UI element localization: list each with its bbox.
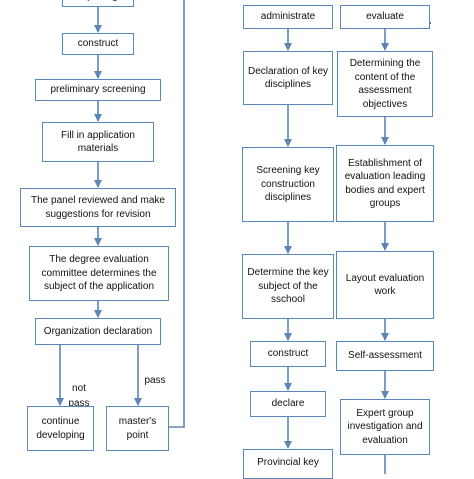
declare-box: declare <box>250 391 326 417</box>
reporting-box: reporting <box>62 0 134 7</box>
construct-mid-box: construct <box>250 341 326 367</box>
preliminary-screening-text: preliminary screening <box>50 84 146 96</box>
organization-declaration-box: Organization declaration <box>35 318 161 345</box>
organization-declaration-text: Organization declaration <box>43 325 153 337</box>
provincial-key-box: Provincial key <box>243 449 333 479</box>
reporting-text: reporting <box>78 0 117 3</box>
construct-text: construct <box>77 38 119 50</box>
declare-text: declare <box>271 398 305 410</box>
masters-point-text: master's point <box>118 416 157 441</box>
degree-committee-box: The degree evaluation committee determin… <box>29 246 169 301</box>
screening-key-box: Screening key construction disciplines <box>242 147 334 222</box>
evaluate-box: evaluate <box>340 5 430 29</box>
screening-key-text: Screening key construction disciplines <box>256 165 320 204</box>
construct-box: construct <box>62 33 134 55</box>
self-assessment-box: Self-assessment <box>336 341 434 371</box>
administrate-text: administrate <box>260 11 316 23</box>
construct-mid-text: construct <box>267 348 309 360</box>
layout-evaluation-text: Layout evaluation work <box>345 272 425 298</box>
fill-in-materials-box: Fill in application materials <box>42 122 154 162</box>
establishment-text: Establishment of evaluation leading bodi… <box>344 157 426 210</box>
determine-key-text: Determine the key subject of the sschool <box>247 267 329 306</box>
feedback-line <box>169 0 185 428</box>
continue-developing-box: continue developing <box>27 406 94 451</box>
panel-review-text: The panel reviewed and make suggestions … <box>31 195 165 220</box>
declaration-key-text: Declaration of key disciplines <box>247 65 329 91</box>
determining-content-text: Determining the content of the assessmen… <box>349 58 421 110</box>
expert-group-box: Expert group investigation and evaluatio… <box>340 399 430 455</box>
continue-developing-text: continue developing <box>36 416 85 441</box>
preliminary-screening-box: preliminary screening <box>35 79 161 101</box>
determining-content-box: Determining the content of the assessmen… <box>337 51 433 117</box>
establishment-box: Establishment of evaluation leading bodi… <box>336 145 434 222</box>
layout-evaluation-box: Layout evaluation work <box>336 251 434 319</box>
degree-committee-text: The degree evaluation committee determin… <box>41 254 157 293</box>
administrate-box: administrate <box>243 5 333 29</box>
not-pass-label: not pass <box>68 382 90 410</box>
fill-in-materials-text: Fill in application materials <box>61 129 135 155</box>
provincial-key-text: Provincial key <box>257 457 319 468</box>
determine-key-box: Determine the key subject of the sschool <box>242 254 334 319</box>
panel-review-box: The panel reviewed and make suggestions … <box>20 188 176 227</box>
declaration-key-box: Declaration of key disciplines <box>243 51 333 105</box>
masters-point-box: master's point <box>106 406 169 451</box>
evaluate-text: evaluate <box>366 11 404 23</box>
self-assessment-text: Self-assessment <box>348 350 422 362</box>
pass-label: pass <box>144 375 166 386</box>
expert-group-text: Expert group investigation and evaluatio… <box>347 407 423 446</box>
